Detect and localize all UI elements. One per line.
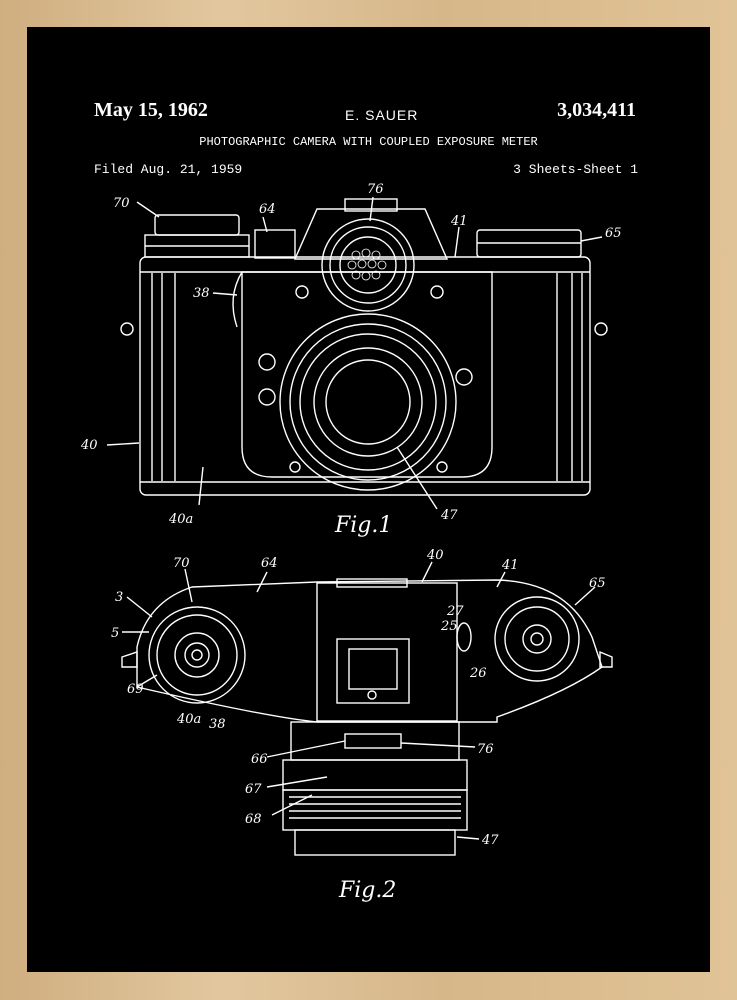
fig2-label-27: 27 [446, 604, 464, 619]
fig2-label-66: 66 [251, 752, 268, 767]
fig2-label-64: 64 [261, 556, 278, 571]
fig1-label-41: 41 [450, 214, 468, 229]
fig2-label-68: 68 [245, 812, 262, 827]
fig2-label-26: 26 [469, 666, 487, 681]
fig1-label-70: 70 [113, 196, 130, 211]
fig1-label-65: 65 [605, 226, 622, 241]
figure-2-camera-top [121, 561, 613, 856]
fig1-label-40a: 40a [168, 512, 193, 527]
fig2-label-70: 70 [173, 556, 190, 571]
fig1-label-64: 64 [259, 202, 276, 217]
patent-date: May 15, 1962 [94, 99, 208, 121]
figure-1-camera-front [106, 196, 608, 510]
sheet-count: 3 Sheets-Sheet 1 [513, 162, 638, 177]
fig2-label-40a: 40a [176, 712, 201, 727]
fig2-label-41: 41 [501, 558, 519, 573]
fig2-label-67: 67 [245, 782, 262, 797]
fig2-label-69: 69 [127, 682, 144, 697]
patent-poster: May 15, 1962 E. SAUER 3,034,411 PHOTOGRA… [27, 27, 710, 972]
fig2-label-25: 25 [440, 619, 458, 634]
fig2-label-40: 40 [426, 548, 444, 563]
fig1-label-76: 76 [367, 182, 384, 197]
fig1-caption: Fig.1 [334, 513, 392, 538]
fig1-label-40: 40 [80, 438, 98, 453]
fig2-label-5: 5 [111, 626, 119, 641]
patent-drawings: 70 64 76 41 65 38 40 40a 47 Fig.1 3 70 6… [80, 182, 622, 903]
fig2-label-76: 76 [477, 742, 494, 757]
fig2-label-3: 3 [115, 590, 123, 605]
fig2-caption: Fig.2 [338, 878, 396, 903]
patent-number: 3,034,411 [557, 99, 636, 121]
patent-title: PHOTOGRAPHIC CAMERA WITH COUPLED EXPOSUR… [199, 135, 538, 149]
fig2-label-47: 47 [481, 833, 499, 848]
fig2-label-65: 65 [589, 576, 606, 591]
fig2-label-38: 38 [209, 717, 226, 732]
inventor-name: E. SAUER [345, 107, 419, 123]
fig1-label-47: 47 [440, 508, 458, 523]
filed-date: Filed Aug. 21, 1959 [94, 162, 243, 177]
fig1-label-38: 38 [193, 286, 210, 301]
